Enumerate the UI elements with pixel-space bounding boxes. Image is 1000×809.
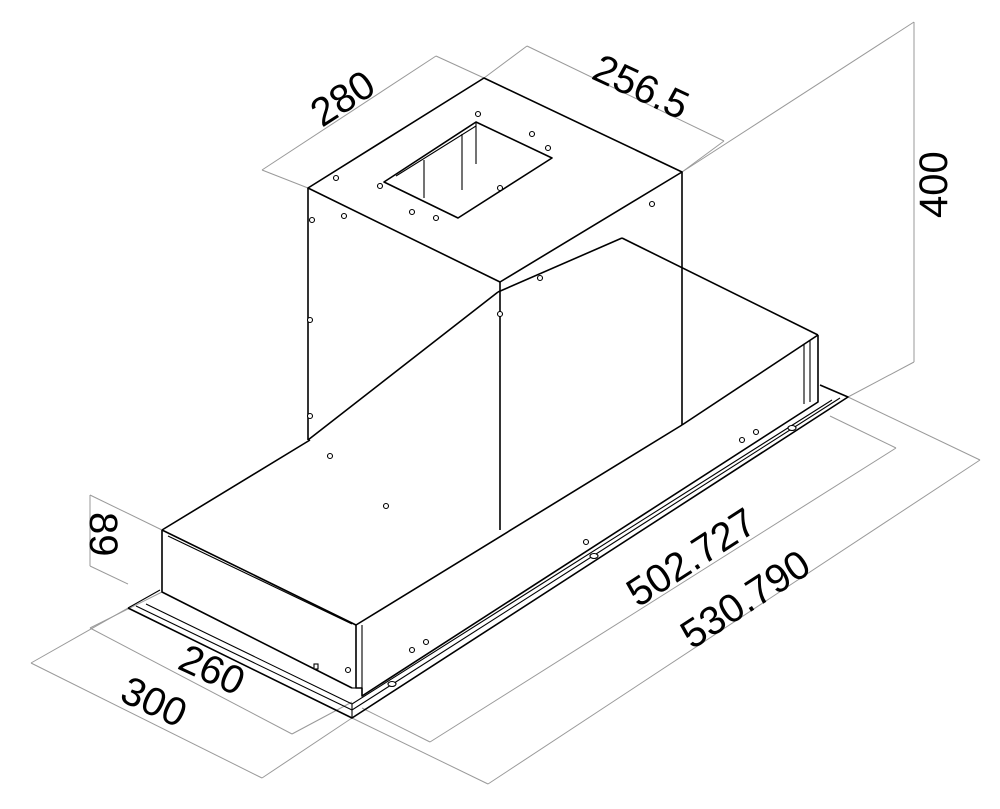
- dim-line-300: [30, 662, 263, 779]
- ext-line-530-790-a: [351, 717, 489, 785]
- ext-line-400-bottom: [847, 361, 915, 398]
- ext-line-260-a: [89, 591, 163, 629]
- screw-hole: [422, 638, 430, 646]
- screw-hole: [332, 174, 340, 182]
- exhaust-opening-outline: [383, 121, 553, 219]
- exhaust-opening: [383, 121, 553, 219]
- flange-mount-hole: [787, 424, 797, 432]
- ext-line-502-727-b: [829, 415, 897, 449]
- screw-holes: [306, 110, 797, 688]
- screw-hole: [536, 274, 544, 282]
- bottom-flange: [127, 384, 849, 719]
- screw-hole: [306, 316, 314, 324]
- lower-body: [161, 237, 819, 697]
- body-right-face: [355, 335, 819, 697]
- screw-hole: [496, 184, 504, 192]
- body-top-right-front-edge: [355, 424, 683, 626]
- screw-hole: [382, 502, 390, 510]
- ext-line-300-a: [30, 607, 129, 664]
- dim-label-400: 400: [912, 151, 956, 218]
- screw-hole: [376, 182, 384, 190]
- screw-hole: [648, 200, 656, 208]
- screw-hole: [474, 110, 482, 118]
- screw-hole: [344, 666, 352, 674]
- ext-line-256-5-a: [483, 45, 528, 79]
- body-top-back-edge: [621, 237, 819, 336]
- chimney-box: [307, 77, 683, 530]
- flange-mount-hole: [589, 552, 599, 560]
- screw-hole: [738, 436, 746, 444]
- screw-hole: [432, 214, 440, 222]
- dim-line-530-790: [487, 459, 981, 785]
- screw-hole: [544, 144, 552, 152]
- screw-hole: [582, 538, 590, 546]
- dimension-labels: 280 256.5 400 89 260 300 502.727 530.790: [81, 46, 956, 736]
- body-top-front-edge: [161, 529, 357, 626]
- body-front-lip: [167, 535, 353, 625]
- flange-left-end: [127, 589, 161, 609]
- flange-outer-edge: [127, 384, 849, 719]
- rivet-mark: [313, 663, 319, 670]
- body-top-right-edge: [681, 334, 819, 426]
- ext-line-280-b: [435, 55, 485, 79]
- ext-line-89-bottom: [89, 565, 129, 585]
- ext-line-400-top: [681, 21, 915, 173]
- body-top-back-left-edge: [497, 237, 623, 293]
- chimney-body-intersection: [307, 291, 499, 441]
- ext-line-300-b: [261, 717, 353, 779]
- ext-line-530-790-b: [847, 396, 981, 461]
- ext-line-280-a: [261, 169, 309, 189]
- ext-line-502-727-a: [361, 707, 431, 743]
- screw-hole: [306, 412, 314, 420]
- screw-hole: [408, 208, 416, 216]
- flange-mount-hole: [387, 680, 397, 688]
- dim-label-89: 89: [81, 512, 125, 557]
- screw-hole: [340, 212, 348, 220]
- dimension-lines: [30, 21, 981, 785]
- exhaust-inner-rim: [395, 125, 477, 177]
- ext-line-89-top: [89, 494, 163, 531]
- dim-line-256-5: [526, 45, 725, 142]
- screw-hole: [752, 428, 760, 436]
- screw-hole: [528, 130, 536, 138]
- screw-hole: [408, 646, 416, 654]
- screw-hole: [308, 216, 316, 224]
- body-front-face: [161, 530, 353, 689]
- screw-hole: [496, 310, 504, 318]
- ext-line-256-5-b: [681, 140, 725, 173]
- dim-line-260: [89, 627, 293, 735]
- dim-line-280: [261, 55, 437, 171]
- dim-line-502-727: [429, 447, 897, 743]
- dim-label-280: 280: [303, 62, 383, 135]
- body-top-left-edge: [161, 439, 311, 531]
- screw-hole: [326, 452, 334, 460]
- dim-label-256-5: 256.5: [586, 46, 695, 128]
- ext-line-260-b: [291, 701, 353, 735]
